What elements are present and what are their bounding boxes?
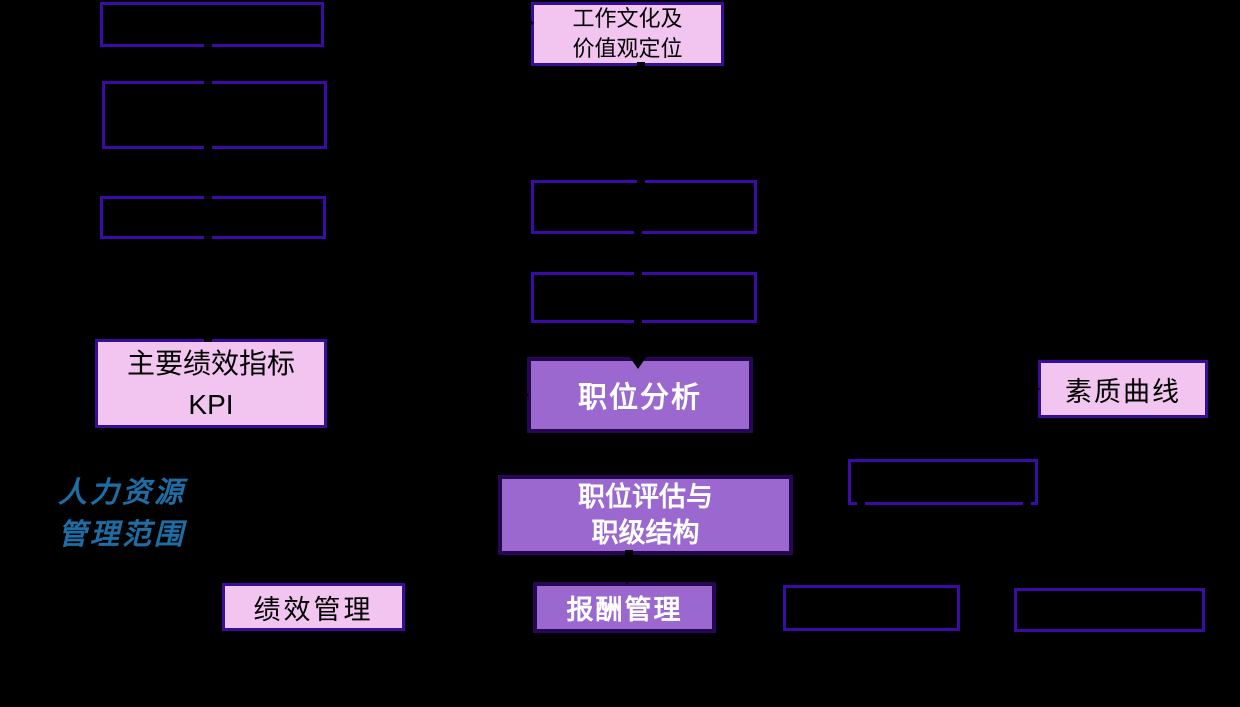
empty-box-top-left-2 — [102, 81, 327, 149]
competency-curve-label: 素质曲线 — [1065, 376, 1181, 407]
kpi-label: 主要绩效指标 KPI — [126, 347, 295, 420]
arrowhead-down-compensation-icon — [618, 571, 636, 584]
job-analysis-label: 职位分析 — [577, 382, 702, 414]
empty-box-top-left-1 — [100, 2, 324, 47]
performance-mgmt-label: 绩效管理 — [253, 594, 374, 625]
empty-box-bottom-2 — [1014, 588, 1205, 632]
empty-box-mid-1 — [531, 180, 757, 234]
arrowhead-down-job-analysis-icon — [629, 356, 647, 369]
culture-box: 工作文化及 价值观定位 — [531, 2, 724, 66]
connector-mid-3 — [634, 318, 642, 358]
connector-mid-1 — [637, 62, 645, 184]
connector-left-2 — [204, 146, 212, 200]
connector-left-1 — [204, 44, 212, 85]
culture-label: 工作文化及 价值观定位 — [572, 6, 683, 61]
kpi-box: 主要绩效指标 KPI — [95, 339, 327, 428]
connector-left-3 — [204, 236, 212, 342]
arrowhead-right-job-analysis-icon — [518, 387, 529, 403]
connector-right-2 — [1023, 497, 1031, 508]
competency-curve-box: 素质曲线 — [1038, 360, 1208, 418]
empty-box-top-left-3 — [100, 196, 326, 239]
performance-mgmt-box: 绩效管理 — [222, 583, 405, 631]
connector-mid-2 — [634, 230, 642, 276]
empty-box-bottom-1 — [783, 585, 960, 631]
arrowhead-right-competency-icon — [1029, 381, 1040, 397]
connector-evaluation-compensation — [625, 550, 633, 576]
connector-right-1 — [857, 497, 865, 508]
empty-box-right — [848, 459, 1038, 505]
arrowhead-right-culture-icon — [523, 15, 534, 31]
empty-box-mid-2 — [531, 272, 757, 323]
job-evaluation-label: 职位评估与 职级结构 — [578, 482, 713, 548]
compensation-mgmt-box: 报酬管理 — [533, 582, 716, 633]
hr-scope-label: 人力资源 管理范围 — [58, 477, 187, 551]
compensation-mgmt-label: 报酬管理 — [566, 595, 683, 625]
job-evaluation-box: 职位评估与 职级结构 — [498, 475, 793, 555]
